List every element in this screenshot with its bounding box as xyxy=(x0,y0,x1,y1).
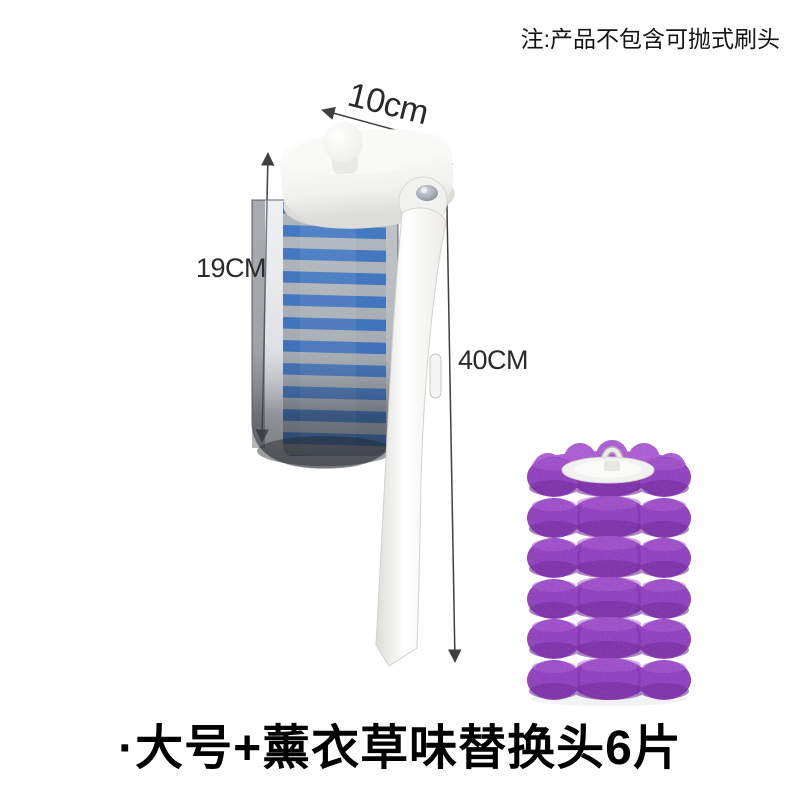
hinge-pin-icon xyxy=(416,185,438,201)
toilet-brush xyxy=(251,121,455,667)
handle-release-clip xyxy=(429,353,442,399)
brush-cup xyxy=(251,199,399,469)
total-height-dimension-label: 40CM xyxy=(458,345,529,375)
caption-text: ·大号+薰衣草味替换头6片 xyxy=(118,722,682,775)
head-height-dimension-label: 19CM xyxy=(196,253,267,283)
hinge-pin-highlight xyxy=(421,187,427,193)
sponge-mounting-cap xyxy=(561,446,655,484)
total-height-dimension-arrow xyxy=(439,151,462,663)
hook-base xyxy=(604,461,620,471)
replacement-heads-stack xyxy=(525,440,693,706)
disclaimer-text: 注:产品不包含可抛式刷头 xyxy=(520,26,780,52)
cap-knob xyxy=(323,121,364,162)
brush-handle xyxy=(375,176,448,667)
cup-edge-left xyxy=(252,200,265,448)
cup-bottom-shadow xyxy=(257,436,393,466)
handle-body xyxy=(375,207,447,667)
